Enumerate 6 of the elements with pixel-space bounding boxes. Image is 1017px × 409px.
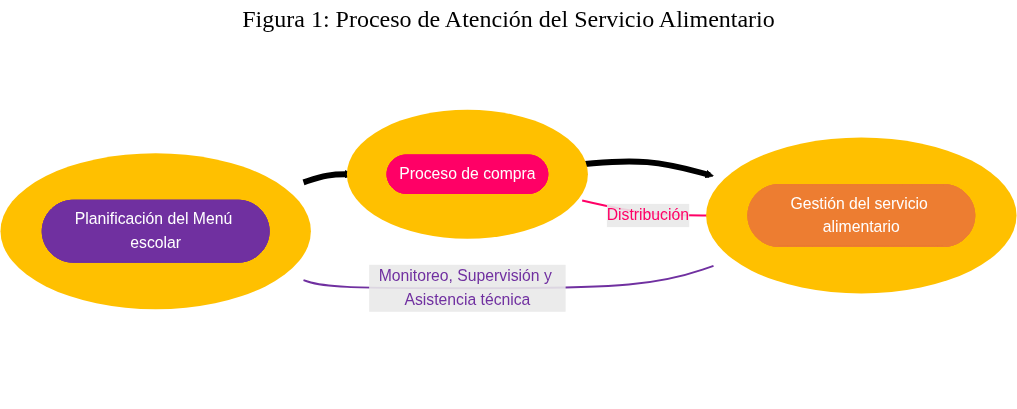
cluster [346,109,588,239]
figure-title: Figura 1: Proceso de Atención del Servicio Alimentario [241,6,776,33]
edge-label: Distribución [606,206,689,224]
edge-label: Monitoreo, Supervisión y Asistencia técnica [378,267,552,308]
cluster [0,153,311,310]
cluster [706,137,1017,294]
